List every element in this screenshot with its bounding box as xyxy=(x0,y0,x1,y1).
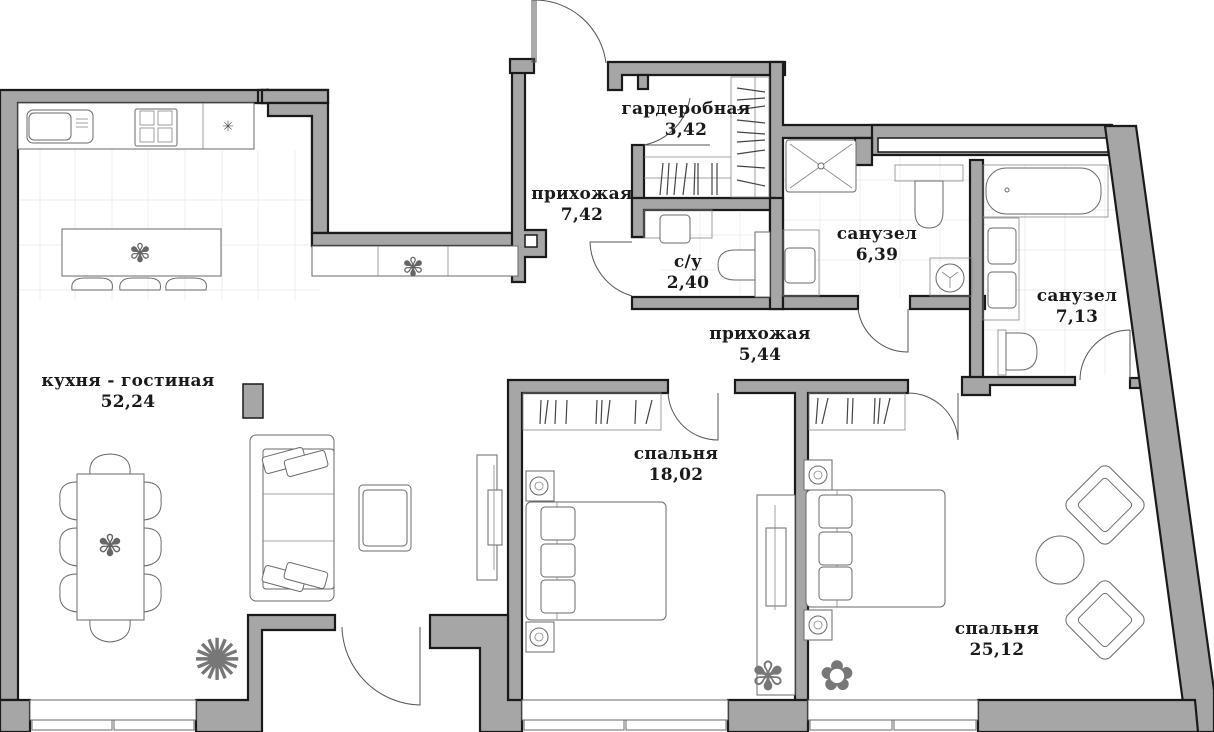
room-area: 5,44 xyxy=(738,345,782,365)
room-area: 7,42 xyxy=(560,205,604,225)
room-area: 3,42 xyxy=(664,120,708,140)
room-label-bathroom-2: санузел 7,13 xyxy=(1037,286,1117,328)
bathroom-1-fixtures xyxy=(782,139,973,297)
room-area: 2,40 xyxy=(666,273,710,293)
svg-text:✾: ✾ xyxy=(97,529,122,564)
room-label-kitchen-living: кухня - гостиная 52,24 xyxy=(41,371,214,413)
room-name: спальня xyxy=(633,444,719,464)
windows xyxy=(29,699,979,731)
column xyxy=(242,383,264,419)
sofa xyxy=(249,434,335,602)
room-name: прихожая xyxy=(709,324,811,344)
kitchen-shelf: ✾ xyxy=(311,245,519,283)
room-name: санузел xyxy=(836,224,918,244)
room-label-bedroom-1: спальня 18,02 xyxy=(634,444,718,486)
tv-stand xyxy=(476,454,503,581)
walls xyxy=(0,57,1214,732)
wardrobe-racks xyxy=(644,76,770,198)
wc-fixtures xyxy=(643,209,771,298)
doors xyxy=(341,0,1131,706)
room-area: 6,39 xyxy=(855,245,899,265)
svg-text:✾: ✾ xyxy=(402,253,424,283)
plant-icon: ✺ xyxy=(193,626,242,694)
room-area: 25,12 xyxy=(969,640,1025,660)
room-name: прихожая xyxy=(531,184,633,204)
svg-text:✾: ✾ xyxy=(751,654,785,700)
room-label-bedroom-2: спальня 25,12 xyxy=(955,619,1039,661)
room-label-hallway-inner: прихожая 5,44 xyxy=(709,324,811,366)
room-name: спальня xyxy=(954,619,1040,639)
room-area: 7,13 xyxy=(1055,307,1099,327)
room-name: с/у xyxy=(673,252,703,272)
svg-text:✾: ✾ xyxy=(129,239,151,269)
room-name: гардеробная xyxy=(621,99,751,119)
room-label-wardrobe: гардеробная 3,42 xyxy=(621,99,750,141)
dining-table: ✾ xyxy=(59,453,162,643)
room-label-bathroom-1: санузел 6,39 xyxy=(837,224,917,266)
room-label-wc: с/у 2,40 xyxy=(667,252,710,294)
bedroom-1-furniture: ✾ xyxy=(522,392,796,700)
svg-text:✿: ✿ xyxy=(819,651,854,700)
room-name: санузел xyxy=(1036,286,1118,306)
room-name: кухня - гостиная xyxy=(41,371,215,391)
room-area: 52,24 xyxy=(100,392,156,412)
bathroom-2-fixtures xyxy=(982,164,1109,376)
svg-text:✳: ✳ xyxy=(222,119,234,135)
kitchen-counter: ✳ ✾ xyxy=(17,102,255,291)
coffee-table xyxy=(358,484,412,552)
room-area: 18,02 xyxy=(648,465,704,485)
room-label-hallway-entry: прихожая 7,42 xyxy=(531,184,633,226)
kitchen-tile-grid xyxy=(18,150,320,300)
bedroom-2-furniture: ✿ xyxy=(803,392,1145,700)
